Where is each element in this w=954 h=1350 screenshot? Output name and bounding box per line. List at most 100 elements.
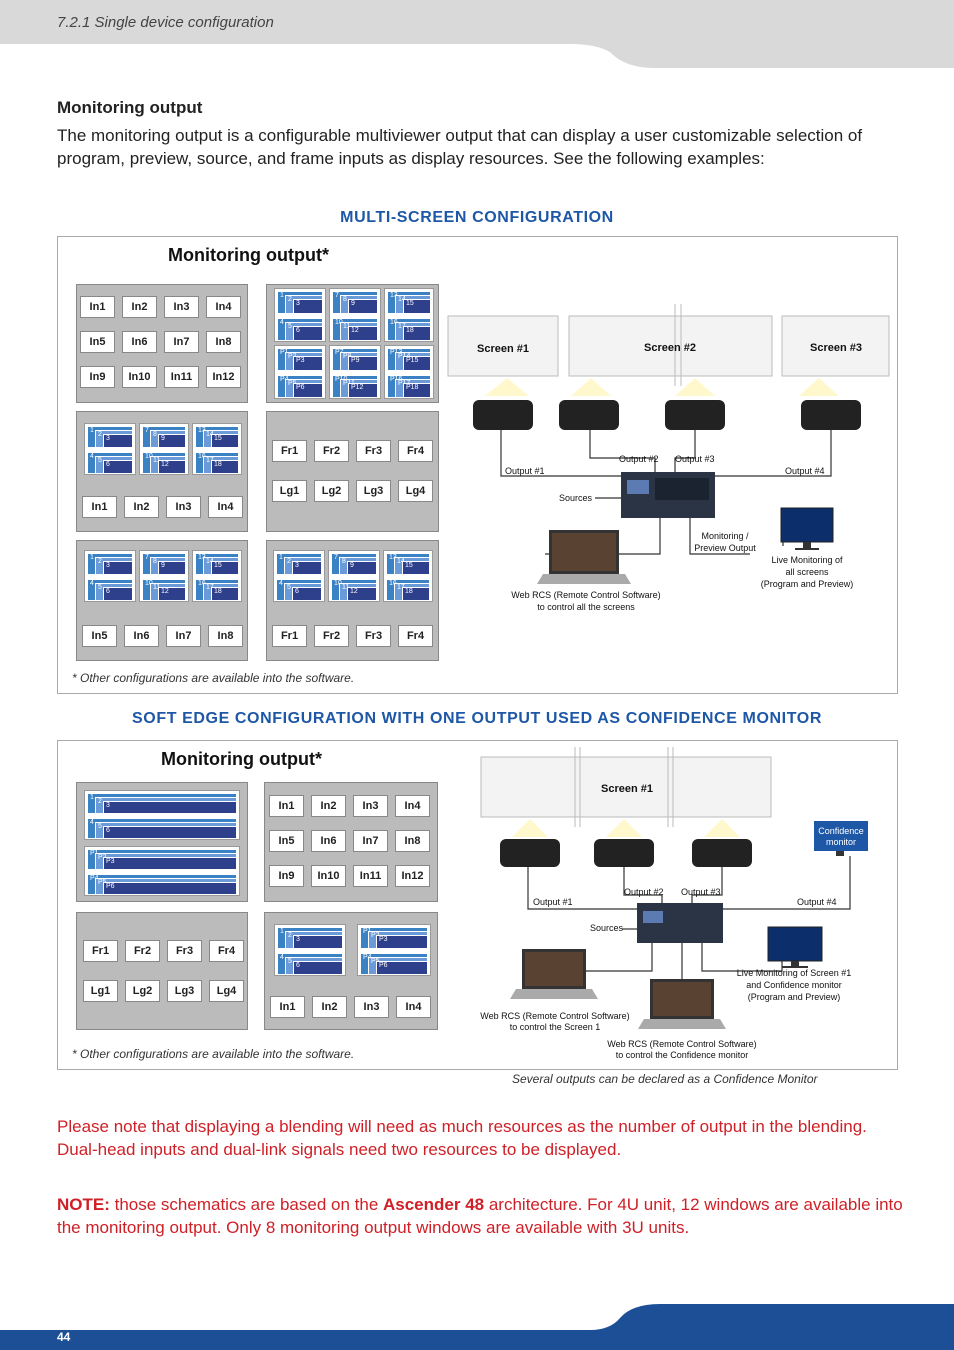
monitoring-line1: Monitoring / (701, 531, 749, 541)
mini-window: 9 (347, 561, 377, 575)
mini-window: 6 (293, 326, 323, 341)
input-window: In2 (122, 296, 157, 318)
mini-window: P9 (348, 356, 378, 371)
input-window: In6 (122, 331, 157, 353)
projector-icon (500, 819, 560, 867)
input-window: Lg1 (83, 980, 118, 1002)
monitor-icon (780, 507, 834, 550)
note-text-b: architecture. For 4U unit, 12 windows ar… (57, 1195, 903, 1237)
mini-window: 12 (347, 587, 377, 601)
mini-window: 9 (158, 434, 186, 448)
input-window: In8 (395, 830, 430, 852)
architecture-note: NOTE: those schematics are based on the … (57, 1193, 917, 1239)
section-title: 7.2.1 Single device configuration (57, 14, 274, 31)
input-window: In6 (311, 830, 346, 852)
input-window: In3 (166, 496, 201, 518)
input-window: In12 (395, 865, 430, 887)
monitoring-intro: The monitoring output is a configurable … (57, 126, 863, 168)
mini-layout: P7P8P9P10P11P12 (329, 345, 381, 399)
input-window: Fr1 (272, 440, 307, 462)
output-4-label: Output #4 (785, 466, 825, 476)
mini-window: 6 (103, 587, 133, 601)
projector-icon (692, 819, 752, 867)
mini-window: 18 (211, 587, 239, 601)
projector-icon (473, 378, 533, 430)
note-label: NOTE: (57, 1195, 110, 1214)
input-window: In7 (166, 625, 201, 647)
mini-window: 12 (158, 587, 186, 601)
input-window: In1 (270, 996, 305, 1018)
laptop-icon (638, 979, 726, 1029)
multi-screen-title: MULTI-SCREEN CONFIGURATION (340, 209, 614, 226)
mini-window: 3 (292, 561, 322, 575)
soft-monitoring-label: Monitoring output* (161, 749, 322, 769)
input-window: Fr3 (356, 625, 391, 647)
mini-window: P3 (376, 935, 428, 949)
se-web1-line2: to control the Screen 1 (510, 1022, 601, 1032)
input-window: Fr1 (272, 625, 307, 647)
mini-layout: P13P14P15P16P17P18 (384, 345, 434, 399)
screen-3-rect (781, 315, 890, 377)
se-output-4-label: Output #4 (797, 897, 837, 907)
input-window: In7 (164, 331, 199, 353)
ms-frames-logos-box (266, 411, 439, 532)
input-window: Fr2 (314, 440, 349, 462)
mini-window: 18 (403, 326, 431, 341)
input-window: Lg3 (356, 480, 391, 502)
multi-monitoring-label: Monitoring output* (168, 245, 329, 265)
mini-window: 6 (293, 961, 343, 975)
mini-window: 15 (211, 434, 239, 448)
projector-icon (799, 378, 861, 430)
ms-screens (447, 315, 890, 377)
projector-icons (473, 378, 861, 430)
mini-window: 12 (348, 326, 378, 341)
laptop-icon (537, 530, 631, 584)
mini-window: 3 (103, 561, 133, 575)
input-window: In1 (82, 496, 117, 518)
screen-1-rect (447, 315, 559, 377)
input-window: Fr4 (398, 625, 433, 647)
mini-window: 12 (158, 460, 186, 474)
input-window: In5 (82, 625, 117, 647)
se-screen-label: Screen #1 (601, 783, 653, 795)
input-window: In11 (353, 865, 388, 887)
mini-window: P3 (103, 857, 237, 870)
input-window: In7 (353, 830, 388, 852)
input-window: In11 (164, 366, 199, 388)
mini-window: P6 (103, 882, 237, 895)
live-line3: (Program and Preview) (761, 579, 854, 589)
screen-2-rect (568, 315, 773, 377)
blend-note-line2: Dual-head inputs and dual-link signals n… (57, 1140, 622, 1159)
mini-window: 6 (292, 587, 322, 601)
input-window: Lg1 (272, 480, 307, 502)
projector-icon (594, 819, 654, 867)
web-line2: to control all the screens (537, 602, 635, 612)
projector-icons (500, 819, 752, 867)
mini-window: 15 (211, 561, 239, 575)
mini-window: 3 (293, 935, 343, 949)
live-line2: all screens (785, 567, 829, 577)
se-web1-line1: Web RCS (Remote Control Software) (480, 1011, 629, 1021)
note-text-a: those schematics are based on the (109, 1195, 383, 1214)
monitor-icon (767, 926, 823, 968)
input-window: In1 (269, 795, 304, 817)
confidence-line2: monitor (826, 837, 856, 847)
input-window: Lg3 (167, 980, 202, 1002)
input-window: In12 (206, 366, 241, 388)
input-window: In2 (124, 496, 159, 518)
mini-layout: P1P2P3P4P5P6 (84, 846, 240, 896)
input-window: Lg2 (314, 480, 349, 502)
se-live-line2: and Confidence monitor (746, 980, 842, 990)
output-3-label: Output #3 (675, 454, 715, 464)
input-window: Fr2 (314, 625, 349, 647)
se-live-line3: (Program and Preview) (748, 992, 841, 1002)
input-window: In10 (122, 366, 157, 388)
mini-window: P6 (376, 961, 428, 975)
mini-layout: P1P2P3P4P5P6 (274, 345, 326, 399)
output-2-label: Output #2 (619, 454, 659, 464)
